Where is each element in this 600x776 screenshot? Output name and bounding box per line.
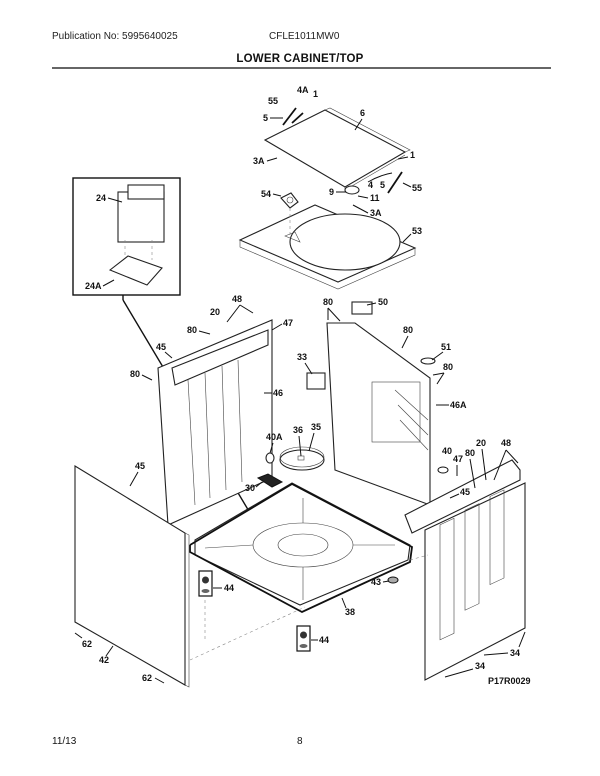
callout-9: 9: [329, 187, 334, 197]
base-part-38: [189, 482, 413, 614]
callout-5: 5: [263, 113, 268, 123]
callout-62: 62: [82, 639, 92, 649]
callout-48: 48: [501, 438, 511, 448]
footer-date: 11/13: [52, 736, 77, 747]
model-number: CFLE1011MW0: [269, 31, 340, 42]
callout-11: 11: [370, 193, 380, 203]
callout-3A: 3A: [253, 156, 265, 166]
grommet-part-40A: [265, 452, 275, 464]
callout-36: 36: [293, 425, 303, 435]
lid-lock-part-9: [344, 185, 360, 195]
callout-80: 80: [187, 325, 197, 335]
pad-part-30: [256, 473, 284, 488]
callout-54: 54: [261, 189, 271, 199]
callout-80: 80: [130, 369, 140, 379]
callout-55: 55: [268, 96, 278, 106]
callout-34: 34: [475, 661, 485, 671]
callout-20: 20: [210, 307, 220, 317]
callout-24A: 24A: [85, 281, 102, 291]
callout-62: 62: [142, 673, 152, 683]
tub-ring-part-35: [279, 446, 325, 471]
section-title: LOWER CABINET/TOP: [236, 53, 364, 65]
front-panel-part-42: [74, 465, 190, 688]
side-panel-part-46A: [326, 322, 431, 506]
callout-50: 50: [378, 297, 388, 307]
callout-1: 1: [410, 150, 415, 160]
foot-part-43: [387, 576, 399, 584]
side-panel-part-46: [157, 319, 273, 526]
callout-80: 80: [403, 325, 413, 335]
callout-44: 44: [319, 635, 329, 645]
cabinet-side-part-34: [404, 459, 526, 681]
callout-80: 80: [465, 448, 475, 458]
callout-42: 42: [99, 655, 109, 665]
inset-box-dispenser: [72, 177, 291, 581]
bracket-part-50: [351, 301, 373, 315]
callout-45: 45: [460, 487, 470, 497]
callout-35: 35: [311, 422, 321, 432]
drawing-id: P17R0029: [488, 676, 531, 686]
hinge-spring-left: [282, 107, 304, 126]
callout-30: 30: [245, 483, 255, 493]
switch-part-33: [306, 372, 326, 390]
title-rule: [52, 67, 551, 69]
publication-number: Publication No: 5995640025: [52, 31, 178, 42]
callout-1: 1: [313, 89, 318, 99]
callout-33: 33: [297, 352, 307, 362]
callout-45: 45: [135, 461, 145, 471]
callout-45: 45: [156, 342, 166, 352]
callout-46A: 46A: [450, 400, 467, 410]
callout-55: 55: [412, 183, 422, 193]
callout-34: 34: [510, 648, 520, 658]
callout-80: 80: [443, 362, 453, 372]
callout-47: 47: [283, 318, 293, 328]
leveling-leg-part-44-left: [198, 570, 213, 597]
leveling-leg-part-44-center: [296, 625, 311, 652]
callout-4: 4: [368, 180, 373, 190]
plug-part-51: [420, 357, 436, 365]
callout-3A: 3A: [370, 208, 382, 218]
callout-4A: 4A: [297, 85, 309, 95]
top-panel-part-53: [238, 204, 417, 290]
callout-5: 5: [380, 180, 385, 190]
callouts: 4A 1 55 5 6 3A 1 4 5 55 54 9 11 3A 53 24…: [74, 85, 531, 686]
callout-46: 46: [273, 388, 283, 398]
callout-48: 48: [232, 294, 242, 304]
callout-40: 40: [442, 446, 452, 456]
callout-44: 44: [224, 583, 234, 593]
lid-handle-part-54: [280, 192, 299, 209]
callout-47: 47: [453, 454, 463, 464]
callout-53: 53: [412, 226, 422, 236]
callout-6: 6: [360, 108, 365, 118]
callout-80: 80: [323, 297, 333, 307]
guide-lines: [189, 554, 429, 661]
page-number: 8: [297, 736, 303, 747]
callout-20: 20: [476, 438, 486, 448]
callout-38: 38: [345, 607, 355, 617]
callout-51: 51: [441, 342, 451, 352]
hinge-spring-right: [367, 171, 403, 194]
callout-40A: 40A: [266, 432, 283, 442]
callout-24: 24: [96, 193, 106, 203]
callout-43: 43: [371, 577, 381, 587]
